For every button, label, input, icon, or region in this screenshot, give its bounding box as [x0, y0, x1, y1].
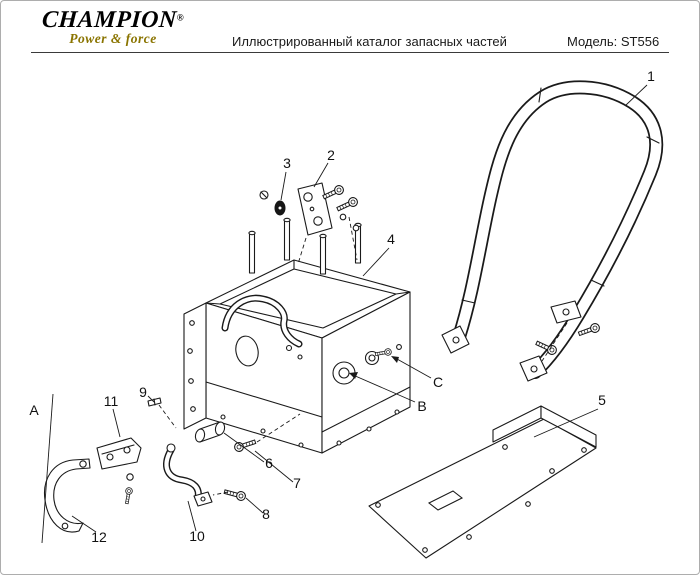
- part-4-frame-housing: [183, 217, 411, 454]
- callout-8: 8: [262, 506, 270, 522]
- tube-hatch-marks: [461, 87, 660, 304]
- model-label: Модель: ST556: [567, 34, 660, 49]
- callout-7: 7: [293, 475, 301, 491]
- callout-3: 3: [283, 155, 291, 171]
- part-8-bolt: [222, 486, 247, 502]
- handle-mount-loop: [221, 294, 303, 348]
- part-7-bolt: [232, 437, 258, 454]
- callout-c: C: [433, 374, 443, 390]
- part-11-bracket: [96, 437, 142, 505]
- header-divider: [31, 52, 669, 53]
- callout-1: 1: [647, 68, 655, 84]
- part-2-bracket-plate: [297, 182, 360, 236]
- callout-2: 2: [327, 147, 335, 163]
- callout-b: B: [417, 398, 426, 414]
- callout-5: 5: [598, 392, 606, 408]
- assembly-dashed-lines: [158, 216, 568, 496]
- champion-logo: CHAMPION® Power & force: [37, 7, 189, 47]
- handle-clamp-plate: [534, 300, 602, 357]
- document-title: Иллюстрированный каталог запасных частей: [232, 34, 507, 49]
- callout-a: A: [29, 402, 39, 418]
- part-1-handlebar-tube: [441, 80, 664, 382]
- brand-row: CHAMPION®: [37, 7, 189, 34]
- part-3-grommet: [259, 190, 286, 216]
- callout-4: 4: [387, 231, 395, 247]
- registered-mark-icon: ®: [177, 12, 184, 23]
- callout-12: 12: [91, 529, 107, 545]
- brand-tagline: Power & force: [69, 31, 157, 46]
- section-a-line: [41, 393, 54, 544]
- callout-9: 9: [139, 384, 147, 400]
- part-12-lever-arm: [43, 458, 91, 533]
- callout-labels: 1 2 3 4 5 6 7 8 9 10 11 12 A B C: [29, 68, 655, 545]
- leader-lines: [71, 84, 648, 533]
- mounting-studs: [248, 217, 362, 275]
- part-6-spacer-cylinder: [194, 421, 226, 443]
- part-10-control-rod: [163, 443, 213, 507]
- callout-11: 11: [104, 393, 119, 409]
- part-9-pin: [147, 397, 162, 407]
- callout-6: 6: [265, 455, 273, 471]
- part-5-bottom-panel: [368, 405, 597, 559]
- callout-10: 10: [189, 528, 205, 544]
